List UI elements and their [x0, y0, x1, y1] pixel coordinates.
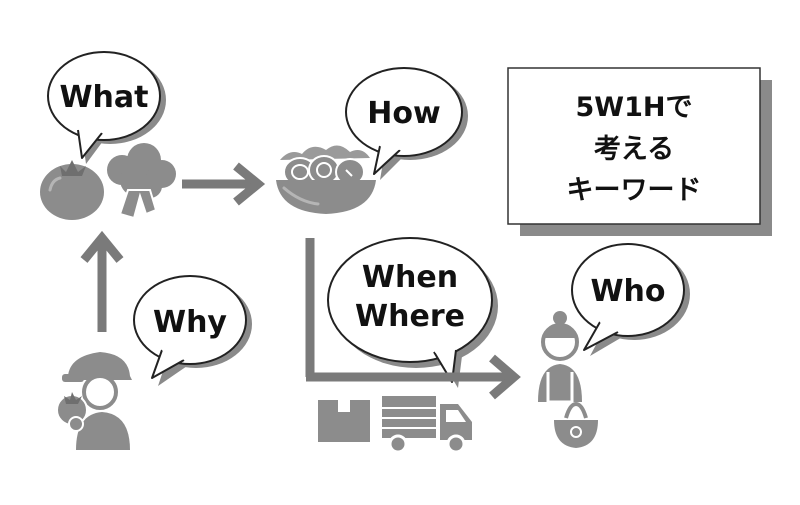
title-line-2: 考える: [594, 134, 674, 165]
tomato-icon: [40, 160, 104, 220]
title-line-1: 5W1Hで: [576, 92, 693, 123]
arrow-farmer-to-vegetables: [80, 230, 124, 332]
who-label: Who: [590, 274, 665, 309]
truck-icon: [382, 396, 472, 454]
box-icon: [318, 400, 370, 442]
salad-bowl-icon: [276, 145, 376, 214]
broccoli-icon: [107, 143, 176, 220]
how-bubble: How: [345, 67, 468, 180]
why-label: Why: [153, 305, 227, 340]
when-where-bubble: When Where: [327, 237, 498, 388]
what-label: What: [59, 80, 148, 115]
what-bubble: What: [47, 51, 166, 164]
why-bubble: Why: [133, 275, 252, 386]
arrow-salad-to-shopper: [305, 238, 521, 400]
how-label: How: [367, 96, 440, 131]
farmer-icon: [56, 352, 132, 450]
title-box: 5W1Hで 考える キーワード: [507, 67, 772, 236]
where-label: Where: [355, 299, 465, 334]
who-bubble: Who: [571, 243, 690, 356]
title-line-3: キーワード: [567, 175, 702, 206]
shopper-icon: [538, 311, 598, 448]
when-label: When: [362, 260, 458, 295]
arrow-vegetables-to-salad: [182, 162, 266, 206]
